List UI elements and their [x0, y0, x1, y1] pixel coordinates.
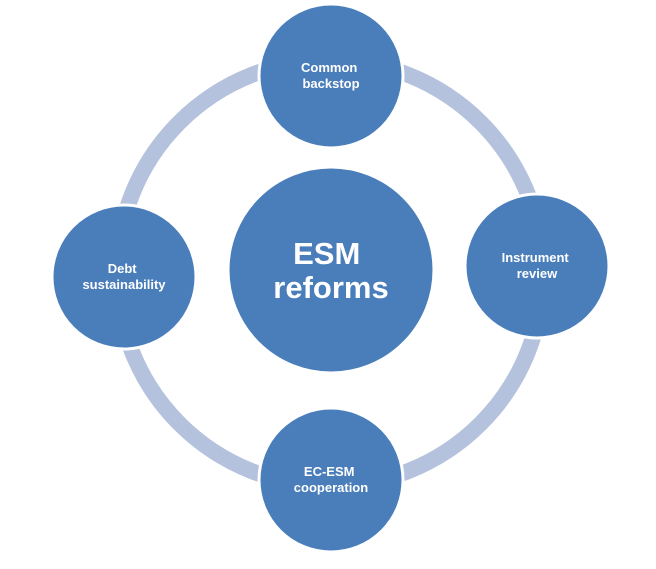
node-top-circle [257, 2, 405, 150]
node-debt-sustainability: Debt sustainability [50, 203, 198, 351]
node-top-label-line2: backstop [302, 76, 359, 91]
center-label-line1: ESM [293, 236, 360, 271]
center-label-line2: reforms [273, 270, 388, 305]
node-common-backstop: Common backstop [257, 2, 405, 150]
node-bottom-label: EC-ESM cooperation [294, 464, 368, 495]
node-right-label: Instrument review [502, 250, 573, 281]
node-top-label-line1: Common [301, 60, 357, 75]
node-left-circle [50, 203, 198, 351]
center-circle [226, 165, 436, 375]
node-bottom-circle [257, 406, 405, 554]
node-bottom-label-line2: cooperation [294, 480, 368, 495]
node-left-label: Debt sustainability [82, 261, 166, 292]
node-right-label-line2: review [517, 266, 558, 281]
node-ec-esm-cooperation: EC-ESM cooperation [257, 406, 405, 554]
center-label: ESM reforms [273, 236, 388, 305]
node-bottom-label-line1: EC-ESM [304, 464, 355, 479]
node-right-label-line1: Instrument [502, 250, 570, 265]
node-instrument-review: Instrument review [463, 192, 611, 340]
node-left-label-line1: Debt [108, 261, 138, 276]
node-top-label: Common backstop [301, 60, 361, 91]
node-left-label-line2: sustainability [82, 277, 166, 292]
node-right-circle [463, 192, 611, 340]
center-node: ESM reforms [226, 165, 436, 375]
